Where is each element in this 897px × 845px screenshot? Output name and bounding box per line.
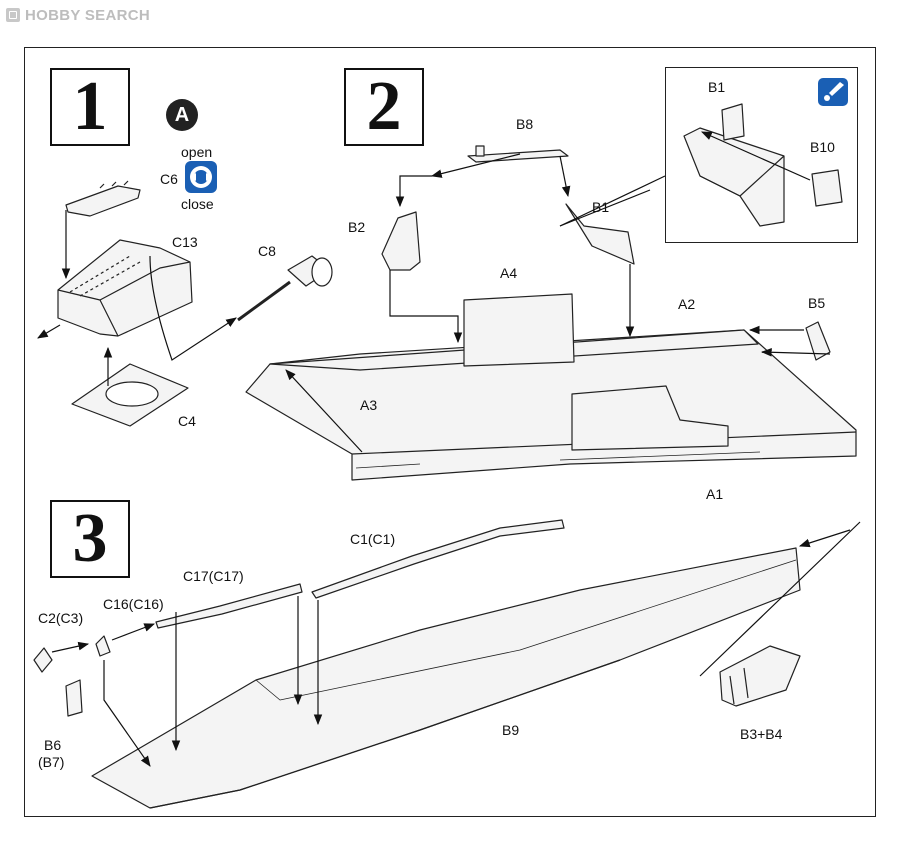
step2-drawing bbox=[245, 145, 857, 481]
step2-inset-drawing bbox=[683, 103, 843, 227]
paint-brush-icon bbox=[818, 78, 848, 106]
label-c8: C8 bbox=[258, 243, 276, 259]
label-c6: C6 bbox=[160, 171, 178, 187]
part-c8 bbox=[237, 280, 291, 322]
part-b2 bbox=[381, 211, 421, 271]
part-b8 bbox=[467, 149, 569, 163]
label-b7: (B7) bbox=[38, 754, 65, 770]
label-c13: C13 bbox=[172, 234, 198, 250]
hobby-search-logo: HOBBY SEARCH bbox=[6, 4, 150, 26]
step3-drawing bbox=[33, 519, 801, 809]
label-b5: B5 bbox=[808, 295, 826, 311]
step1-drawing bbox=[57, 180, 333, 427]
instruction-frame bbox=[24, 47, 876, 817]
label-c2: C2(C3) bbox=[38, 610, 84, 626]
inset-label-b10: B10 bbox=[810, 139, 835, 155]
step-1-box: 1 bbox=[50, 68, 130, 146]
part-c17 bbox=[155, 583, 303, 629]
label-a1: A1 bbox=[706, 486, 724, 502]
inset-label-b1: B1 bbox=[708, 79, 726, 95]
label-b2: B2 bbox=[348, 219, 366, 235]
label-c1: C1(C1) bbox=[350, 531, 396, 547]
open-label: open bbox=[181, 144, 213, 160]
label-b9: B9 bbox=[502, 722, 520, 738]
step-1-number: 1 bbox=[72, 68, 108, 145]
part-b5 bbox=[805, 321, 831, 361]
part-superstructure bbox=[571, 385, 729, 451]
logo-mark-icon bbox=[6, 8, 20, 22]
detail-inset bbox=[665, 67, 858, 243]
label-a3: A3 bbox=[360, 397, 378, 413]
part-c16 bbox=[95, 635, 111, 657]
label-b6: B6 bbox=[44, 737, 62, 753]
label-c17: C17(C17) bbox=[183, 568, 244, 584]
step-2-box: 2 bbox=[344, 68, 424, 146]
inset-b10 bbox=[811, 169, 843, 207]
label-c4: C4 bbox=[178, 413, 196, 429]
label-a2: A2 bbox=[678, 296, 696, 312]
step-3-box: 3 bbox=[50, 500, 130, 578]
part-b3b4 bbox=[719, 645, 801, 707]
part-c6 bbox=[65, 185, 141, 217]
part-a4 bbox=[463, 293, 575, 367]
part-c1 bbox=[311, 519, 565, 599]
part-b6 bbox=[65, 679, 83, 717]
label-b3b4: B3+B4 bbox=[740, 726, 783, 742]
variant-a-badge: A bbox=[166, 99, 198, 131]
label-a4: A4 bbox=[500, 265, 518, 281]
label-b1: B1 bbox=[592, 199, 610, 215]
step-2-number: 2 bbox=[366, 68, 402, 145]
logo-text: HOBBY SEARCH bbox=[25, 6, 151, 24]
part-c13 bbox=[57, 239, 193, 337]
label-c16: C16(C16) bbox=[103, 596, 164, 612]
label-b8: B8 bbox=[516, 116, 534, 132]
part-c2 bbox=[33, 647, 53, 673]
part-b9 bbox=[91, 547, 801, 809]
close-label: close bbox=[181, 196, 214, 212]
open-close-icon bbox=[185, 161, 217, 193]
step-3-number: 3 bbox=[72, 500, 108, 577]
part-b1 bbox=[565, 203, 635, 265]
